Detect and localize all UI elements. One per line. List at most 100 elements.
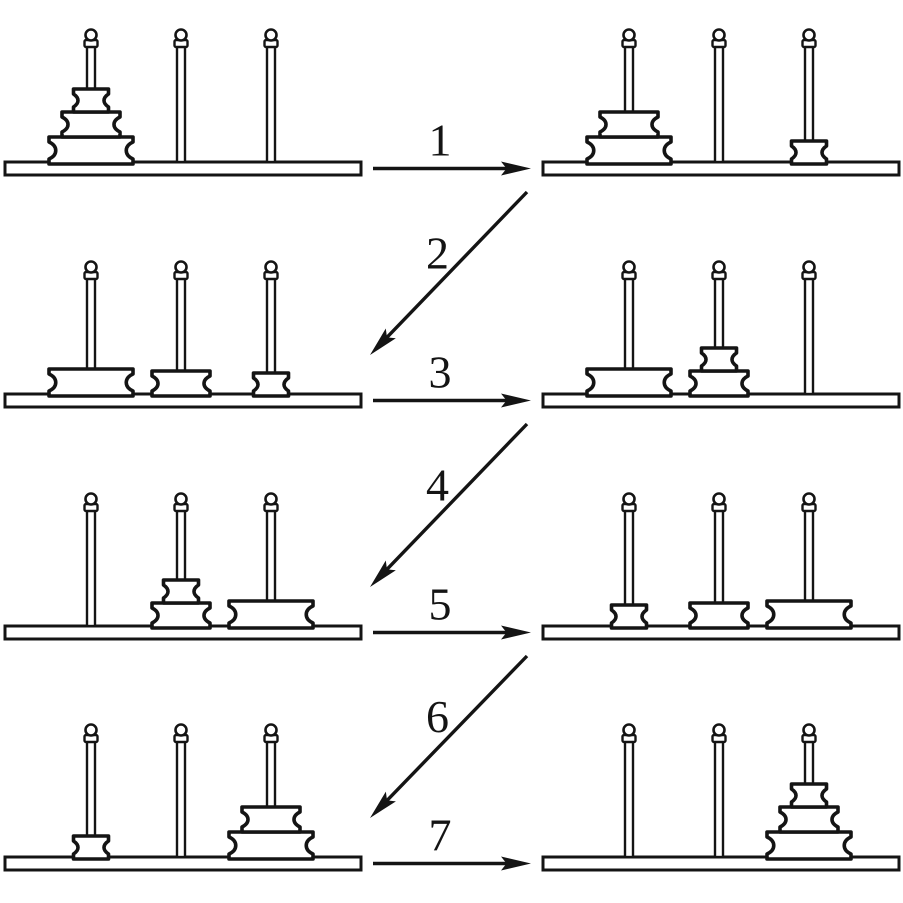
peg-ball xyxy=(174,723,188,737)
peg-right xyxy=(263,28,279,164)
peg-right xyxy=(801,28,817,164)
disk-small xyxy=(71,87,111,114)
peg-middle xyxy=(173,260,189,396)
hanoi-state-7 xyxy=(541,723,901,872)
disk-large xyxy=(765,599,853,630)
move-arrow-3: 3 xyxy=(373,347,531,408)
disk-small xyxy=(71,834,111,861)
peg-ball xyxy=(802,492,816,506)
arrow-head xyxy=(370,328,396,355)
peg-ball xyxy=(802,28,816,42)
move-label-6: 6 xyxy=(426,691,449,742)
hanoi-state-1 xyxy=(541,28,901,177)
move-label-2: 2 xyxy=(426,228,449,279)
peg-ball xyxy=(712,28,726,42)
move-label-7: 7 xyxy=(429,810,452,861)
disk-small xyxy=(789,782,829,809)
disk-medium xyxy=(150,601,212,630)
peg-ball xyxy=(174,492,188,506)
peg-left xyxy=(83,492,99,628)
peg-rod xyxy=(623,739,635,859)
arrow-head xyxy=(370,560,396,587)
hanoi-state-4 xyxy=(3,492,363,641)
disk-medium xyxy=(60,110,122,139)
peg-ball xyxy=(174,260,188,274)
peg-right xyxy=(263,260,279,396)
disk-medium xyxy=(778,805,840,834)
peg-left xyxy=(621,492,637,628)
move-label-1: 1 xyxy=(429,115,452,166)
peg-rod xyxy=(803,276,815,396)
peg-ball xyxy=(802,260,816,274)
peg-ball xyxy=(264,492,278,506)
peg-ball xyxy=(264,28,278,42)
hanoi-state-2 xyxy=(3,260,363,409)
disk-small xyxy=(251,371,291,398)
peg-right xyxy=(801,260,817,396)
arrow-head xyxy=(501,393,531,408)
peg-ball xyxy=(712,260,726,274)
hanoi-state-5 xyxy=(541,492,901,641)
peg-ball xyxy=(174,28,188,42)
peg-ball xyxy=(264,260,278,274)
move-label-4: 4 xyxy=(426,460,449,511)
disk-small xyxy=(789,139,829,166)
hanoi-state-6 xyxy=(3,723,363,872)
disk-large xyxy=(585,367,673,398)
move-arrow-5: 5 xyxy=(373,579,531,640)
disk-large xyxy=(47,367,135,398)
peg-ball xyxy=(84,28,98,42)
disk-medium xyxy=(688,601,750,630)
arrow-line xyxy=(385,422,529,571)
move-arrow-4: 4 xyxy=(370,422,529,587)
hanoi-state-3 xyxy=(541,260,901,409)
arrow-head xyxy=(501,161,531,176)
move-label-5: 5 xyxy=(429,579,452,630)
disk-small xyxy=(161,578,201,605)
peg-ball xyxy=(712,492,726,506)
peg-ball xyxy=(712,723,726,737)
peg-left xyxy=(621,723,637,859)
peg-middle xyxy=(711,28,727,164)
disk-medium xyxy=(150,369,212,398)
peg-ball xyxy=(84,492,98,506)
peg-rod xyxy=(265,44,277,164)
peg-rod xyxy=(713,739,725,859)
disk-medium xyxy=(688,369,750,398)
peg-ball xyxy=(802,723,816,737)
arrow-line xyxy=(385,654,529,802)
arrow-head xyxy=(370,791,396,818)
disk-small xyxy=(609,603,649,630)
disk-large xyxy=(227,830,315,861)
disk-large xyxy=(227,599,315,630)
move-arrow-6: 6 xyxy=(370,654,529,818)
disk-small xyxy=(699,346,739,373)
peg-rod xyxy=(175,739,187,859)
peg-middle xyxy=(173,28,189,164)
move-arrow-1: 1 xyxy=(373,115,531,176)
disk-large xyxy=(47,135,135,166)
move-label-3: 3 xyxy=(429,347,452,398)
peg-rod xyxy=(175,44,187,164)
peg-left xyxy=(83,260,99,396)
move-arrow-7: 7 xyxy=(373,810,531,871)
arrow-head xyxy=(501,856,531,871)
peg-ball xyxy=(622,260,636,274)
peg-ball xyxy=(622,723,636,737)
disk-medium xyxy=(240,805,302,834)
arrow-line xyxy=(385,190,529,339)
hanoi-state-0 xyxy=(3,28,363,177)
peg-ball xyxy=(622,492,636,506)
arrow-head xyxy=(501,625,531,640)
peg-middle xyxy=(711,723,727,859)
move-arrow-2: 2 xyxy=(370,190,529,355)
disk-large xyxy=(765,830,853,861)
disk-medium xyxy=(598,110,660,139)
peg-rod xyxy=(713,44,725,164)
peg-middle xyxy=(173,723,189,859)
peg-ball xyxy=(84,260,98,274)
peg-rod xyxy=(85,508,97,628)
peg-ball xyxy=(84,723,98,737)
